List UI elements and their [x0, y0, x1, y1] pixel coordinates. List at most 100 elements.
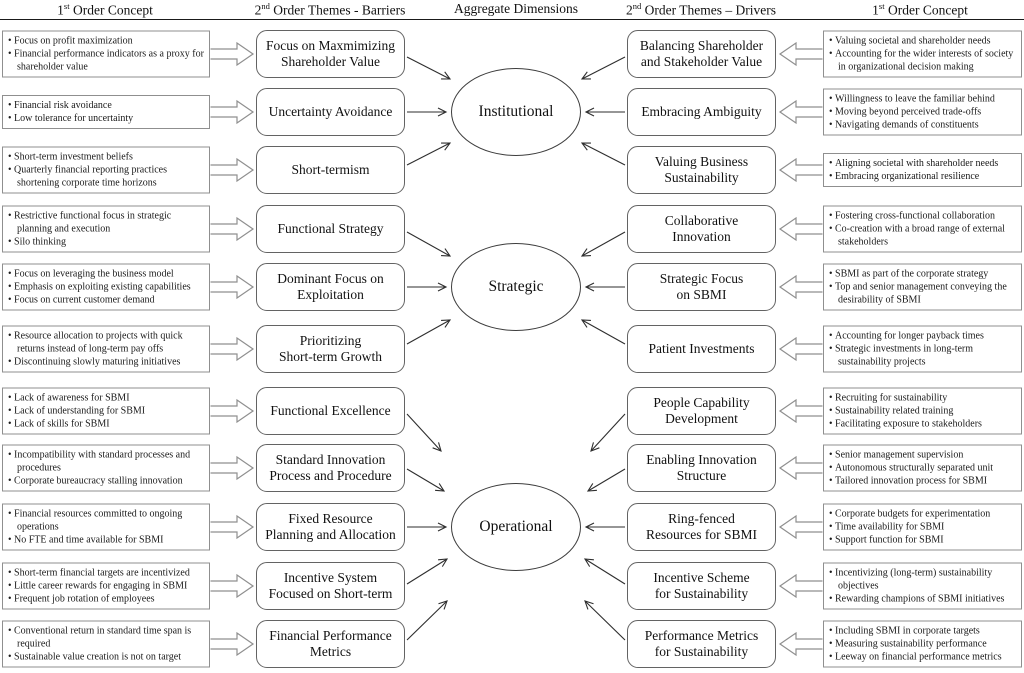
block-arrow-right-icon — [210, 157, 255, 183]
driver-theme-label: Collaborative Innovation — [664, 213, 739, 244]
concept-item: Time availability for SBMI — [829, 521, 1019, 534]
concept-item: Including SBMI in corporate targets — [829, 625, 1019, 638]
concept-box-right: Incentivizing (long-term) sustainability… — [823, 562, 1022, 610]
driver-theme-box: Incentive Scheme for Sustainability — [627, 562, 776, 610]
driver-theme-box: Balancing Shareholder and Stakeholder Va… — [627, 30, 776, 78]
concept-list: Fostering cross-functional collaboration… — [824, 207, 1021, 252]
header-1st-order-right: 1st Order Concept — [872, 1, 968, 19]
arrow-line — [406, 558, 449, 585]
concept-list: Financial risk avoidanceLow tolerance fo… — [3, 96, 209, 128]
driver-theme-box: Embracing Ambiguity — [627, 88, 776, 136]
concept-list: Willingness to leave the familiar behind… — [824, 90, 1021, 135]
header-text: 1 — [872, 2, 879, 18]
concept-list: Focus on leveraging the business modelEm… — [3, 265, 209, 310]
concept-list: Corporate budgets for experimentationTim… — [824, 505, 1021, 550]
concept-item: Corporate budgets for experimentation — [829, 508, 1019, 521]
concept-item: No FTE and time available for SBMI — [8, 534, 207, 547]
concept-item: Quarterly financial reporting practices … — [8, 164, 207, 190]
concept-list: Incentivizing (long-term) sustainability… — [824, 564, 1021, 609]
concept-item: Moving beyond perceived trade-offs — [829, 106, 1019, 119]
header-divider — [0, 19, 1024, 20]
concept-box-left: Financial risk avoidanceLow tolerance fo… — [2, 95, 210, 129]
concept-item: Leeway on financial performance metrics — [829, 651, 1019, 664]
concept-box-right: Valuing societal and shareholder needsAc… — [823, 30, 1022, 78]
block-arrow-right-icon — [210, 573, 255, 599]
block-arrow-left-icon — [778, 99, 823, 125]
barrier-theme-box: Functional Excellence — [256, 387, 405, 435]
concept-box-left: Focus on profit maximizationFinancial pe… — [2, 30, 210, 78]
concept-item: Measuring sustainability performance — [829, 638, 1019, 651]
header-superscript: st — [878, 1, 885, 11]
concept-item: Valuing societal and shareholder needs — [829, 35, 1019, 48]
concept-box-right: Aligning societal with shareholder needs… — [823, 153, 1022, 187]
header-text: Order Themes - Barriers — [269, 2, 406, 18]
concept-box-right: Willingness to leave the familiar behind… — [823, 88, 1022, 136]
header-text: Order Concept — [884, 2, 968, 18]
driver-theme-box: People Capability Development — [627, 387, 776, 435]
block-arrow-right-icon — [210, 631, 255, 657]
aggregate-dimension-strategic: Strategic — [451, 243, 581, 331]
barrier-theme-box: Prioritizing Short-term Growth — [256, 325, 405, 373]
arrow-line — [584, 600, 626, 641]
arrow-line — [586, 468, 626, 492]
block-arrow-left-icon — [778, 216, 823, 242]
concept-item: Recruiting for sustainability — [829, 392, 1019, 405]
driver-theme-label: Incentive Scheme for Sustainability — [653, 570, 750, 601]
concept-list: Focus on profit maximizationFinancial pe… — [3, 32, 209, 77]
concept-item: Frequent job rotation of employees — [8, 593, 207, 606]
concept-item: Focus on leveraging the business model — [8, 268, 207, 281]
concept-item: Embracing organizational resilience — [829, 170, 1019, 183]
concept-item: Financial performance indicators as a pr… — [8, 48, 207, 74]
driver-theme-label: Ring-fenced Resources for SBMI — [646, 511, 757, 542]
block-arrow-right-icon — [210, 274, 255, 300]
driver-theme-label: Balancing Shareholder and Stakeholder Va… — [639, 38, 764, 69]
barrier-theme-box: Uncertainty Avoidance — [256, 88, 405, 136]
driver-theme-label: Patient Investments — [648, 341, 755, 356]
concept-item: Short-term investment beliefs — [8, 151, 207, 164]
concept-box-left: Short-term financial targets are incenti… — [2, 562, 210, 610]
driver-theme-label: Enabling Innovation Structure — [646, 452, 757, 483]
barrier-theme-box: Incentive System Focused on Short-term — [256, 562, 405, 610]
concept-item: Accounting for the wider interests of so… — [829, 48, 1019, 74]
block-arrow-left-icon — [778, 455, 823, 481]
concept-box-right: Senior management supervisionAutonomous … — [823, 444, 1022, 492]
concept-box-right: Corporate budgets for experimentationTim… — [823, 503, 1022, 551]
concept-box-left: Lack of awareness for SBMILack of unders… — [2, 387, 210, 435]
concept-list: Recruiting for sustainabilitySustainabil… — [824, 389, 1021, 434]
concept-item: Short-term financial targets are incenti… — [8, 567, 207, 580]
concept-list: Including SBMI in corporate targetsMeasu… — [824, 622, 1021, 667]
concept-box-right: Accounting for longer payback timesStrat… — [823, 325, 1022, 373]
header-aggregate-dimensions: Aggregate Dimensions — [454, 1, 578, 17]
barrier-theme-box: Standard Innovation Process and Procedur… — [256, 444, 405, 492]
block-arrow-left-icon — [778, 398, 823, 424]
block-arrow-left-icon — [778, 631, 823, 657]
concept-box-left: Incompatibility with standard processes … — [2, 444, 210, 492]
concept-list: Aligning societal with shareholder needs… — [824, 154, 1021, 186]
driver-theme-box: Collaborative Innovation — [627, 205, 776, 253]
concept-box-right: Fostering cross-functional collaboration… — [823, 205, 1022, 253]
concept-box-right: SBMI as part of the corporate strategyTo… — [823, 263, 1022, 311]
concept-list: Conventional return in standard time spa… — [3, 622, 209, 667]
barrier-theme-box: Financial Performance Metrics — [256, 620, 405, 668]
concept-item: Top and senior management conveying the … — [829, 281, 1019, 307]
concept-item: Willingness to leave the familiar behind — [829, 93, 1019, 106]
concept-item: Little career rewards for engaging in SB… — [8, 580, 207, 593]
driver-theme-box: Valuing Business Sustainability — [627, 146, 776, 194]
arrow-line — [580, 142, 626, 166]
aggregate-dimension-operational: Operational — [451, 483, 581, 571]
concept-item: Fostering cross-functional collaboration — [829, 210, 1019, 223]
concept-item: Focus on profit maximization — [8, 35, 207, 48]
block-arrow-right-icon — [210, 455, 255, 481]
block-arrow-right-icon — [210, 398, 255, 424]
concept-item: Financial risk avoidance — [8, 99, 207, 112]
barrier-theme-label: Functional Strategy — [277, 221, 384, 236]
concept-box-left: Conventional return in standard time spa… — [2, 620, 210, 668]
header-text: 2 — [254, 2, 262, 18]
concept-list: Short-term financial targets are incenti… — [3, 564, 209, 609]
driver-theme-box: Patient Investments — [627, 325, 776, 373]
arrow-line — [580, 56, 626, 80]
concept-item: Conventional return in standard time spa… — [8, 625, 207, 651]
dimension-label: Institutional — [478, 103, 554, 120]
arrow-line — [406, 468, 446, 492]
block-arrow-left-icon — [778, 274, 823, 300]
